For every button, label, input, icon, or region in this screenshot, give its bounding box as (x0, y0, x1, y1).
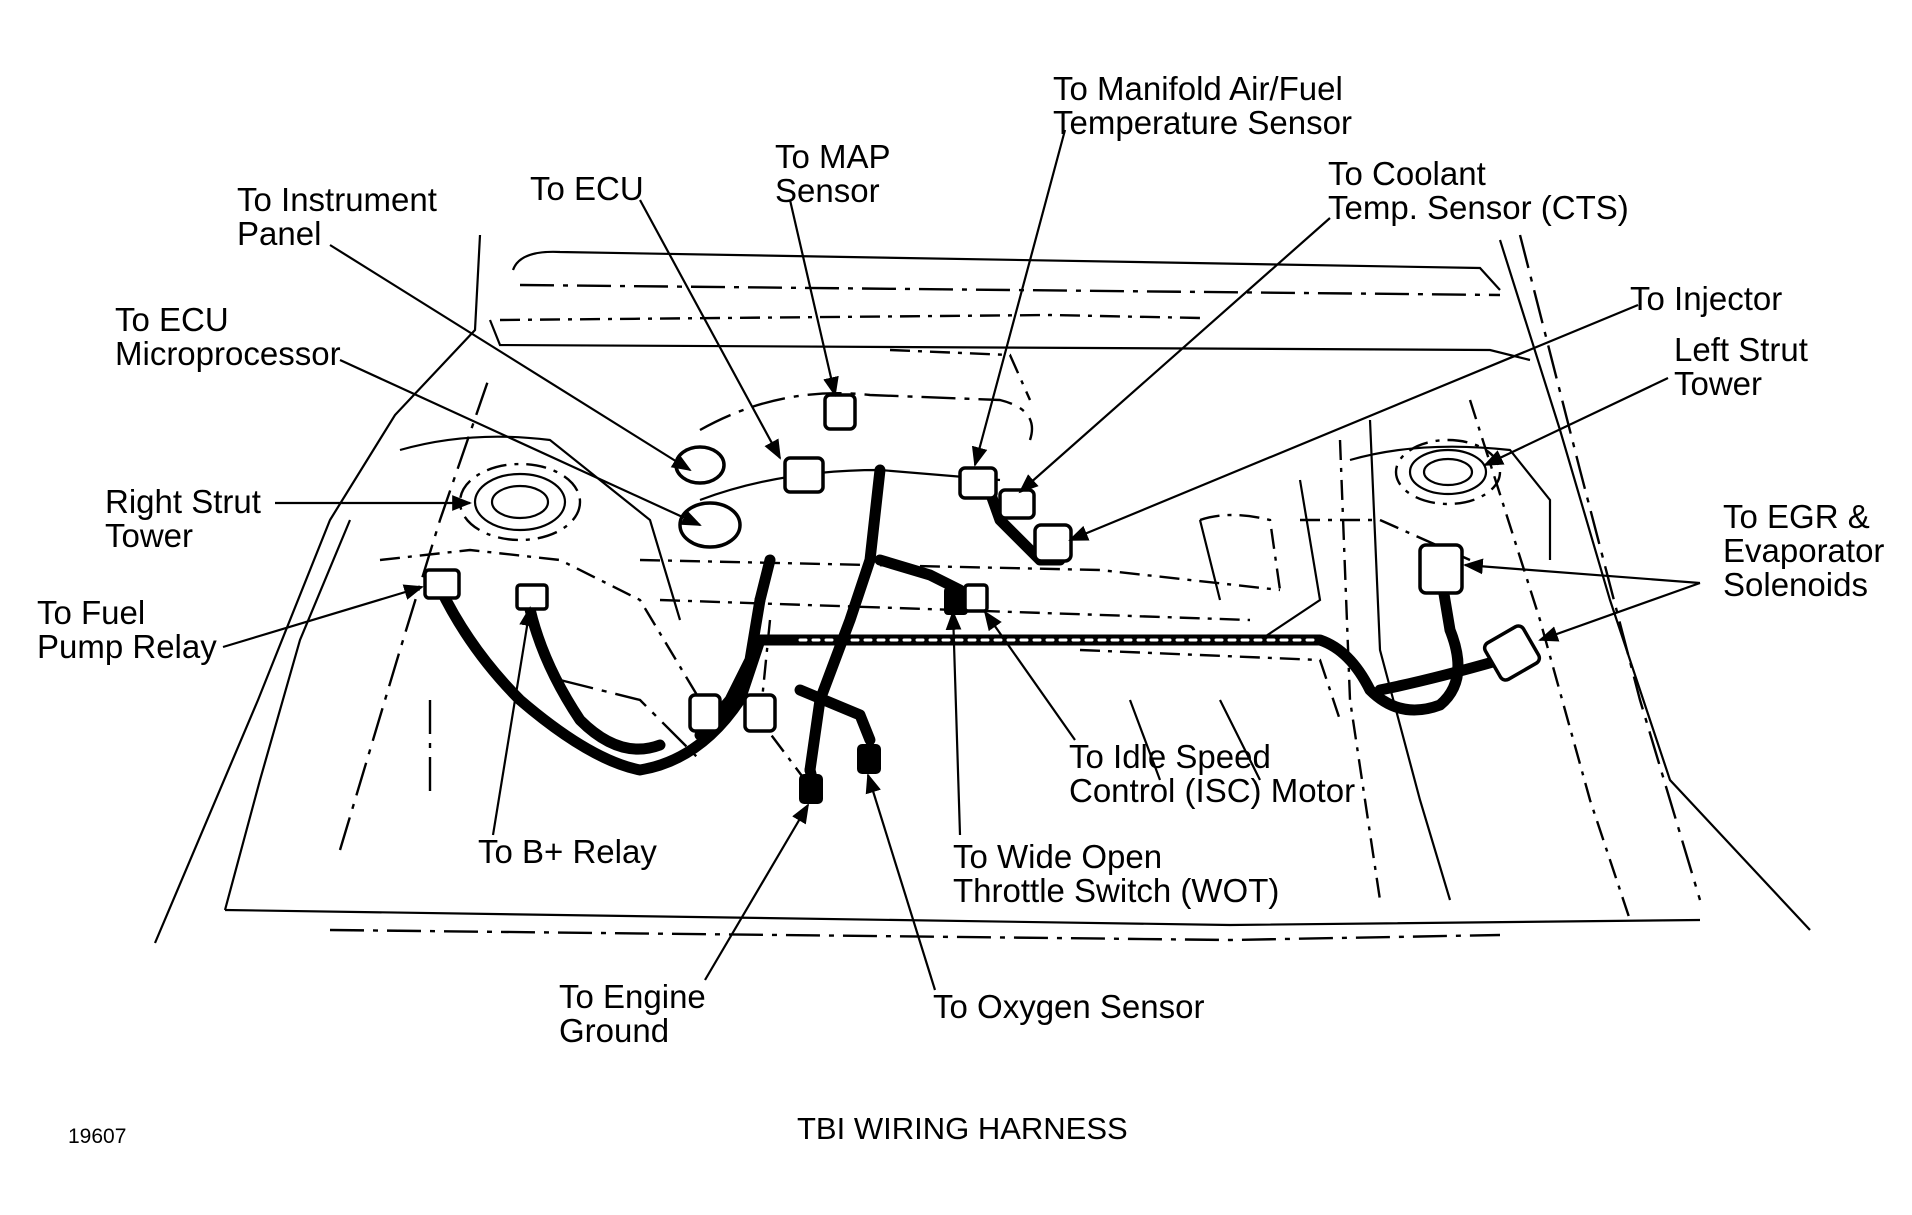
callout-wide-open-throttle-switch: To Wide Open Throttle Switch (WOT) (953, 838, 1280, 909)
evaporator-solenoid-connector (1482, 624, 1542, 682)
engine-ground-connector (799, 774, 823, 804)
callout-egr-evaporator-solenoids: To EGR & Evaporator Solenoids (1723, 498, 1885, 603)
callout-ecu: To ECU (530, 170, 644, 207)
coolant-sensor-connector (998, 488, 1036, 520)
fuel-pump-relay-connector (423, 568, 461, 600)
b-plus-relay-connector (515, 583, 549, 611)
wot-switch-connector (963, 583, 989, 613)
leader-lines (222, 129, 1701, 991)
oxygen-sensor-connector (857, 744, 881, 774)
wiring-harness (434, 464, 1526, 796)
callout-b-plus-relay: To B+ Relay (478, 833, 657, 870)
map-sensor-connector (823, 393, 857, 431)
callout-ecu-microprocessor: To ECU Microprocessor (115, 301, 341, 372)
callout-coolant-temp-sensor: To Coolant Temp. Sensor (CTS) (1328, 155, 1629, 226)
instrument-panel-connector (678, 501, 742, 549)
callout-oxygen-sensor: To Oxygen Sensor (933, 988, 1205, 1025)
harness-branch-connector-b (743, 693, 777, 733)
callout-left-strut-tower: Left Strut Tower (1674, 331, 1808, 402)
figure-number: 19607 (68, 1125, 127, 1148)
injector-connector (1033, 523, 1073, 563)
callout-fuel-pump-relay: To Fuel Pump Relay (37, 594, 217, 665)
callout-idle-speed-control-motor: To Idle Speed Control (ISC) Motor (1069, 738, 1356, 809)
callout-manifold-air-fuel-temperature-sensor: To Manifold Air/Fuel Temperature Sensor (1053, 70, 1352, 141)
callout-map-sensor: To MAP Sensor (775, 138, 891, 209)
left-strut-tower-drawing (1394, 438, 1502, 506)
callout-right-strut-tower: Right Strut Tower (105, 483, 261, 554)
callout-engine-ground: To Engine Ground (559, 978, 706, 1049)
right-strut-tower-drawing (458, 462, 582, 542)
manifold-sensor-connector (958, 466, 998, 500)
callout-injector: To Injector (1630, 280, 1783, 317)
ecu-connector (783, 456, 825, 494)
harness-branch-connector-a (688, 693, 722, 733)
egr-solenoid-connector (1418, 543, 1464, 595)
diagram-title: TBI WIRING HARNESS (797, 1111, 1128, 1146)
engine-bay-outline (153, 234, 1811, 944)
callout-instrument-panel: To Instrument Panel (237, 181, 437, 252)
harness-connectors (423, 393, 1542, 804)
